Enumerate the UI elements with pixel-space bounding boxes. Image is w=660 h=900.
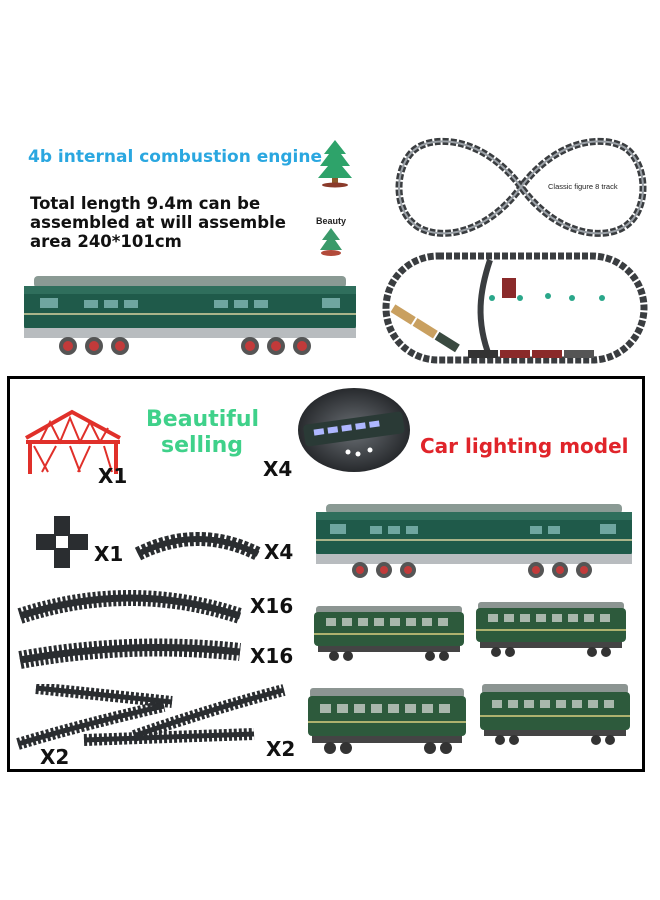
passenger-car-1 <box>314 606 464 661</box>
lighting-car-image <box>298 388 410 472</box>
engine-title: 4b internal combustion engine <box>28 147 322 167</box>
small-tree-icon <box>320 228 342 256</box>
locomotive-image-top <box>24 276 356 355</box>
locomotive-image-box <box>316 504 632 578</box>
passenger-car-2 <box>476 602 626 657</box>
beautiful-selling-text: Beautiful selling <box>146 407 260 458</box>
short-track-icon <box>134 532 262 561</box>
passenger-car-3 <box>308 688 466 754</box>
tree-icon <box>318 140 352 188</box>
contents-box <box>7 376 645 772</box>
straight-track-quantity: X16 <box>250 644 294 668</box>
short-track-quantity: X4 <box>264 540 294 564</box>
switch-left-quantity: X2 <box>40 745 70 769</box>
cross-quantity: X1 <box>94 542 124 566</box>
trees-quantity: X4 <box>263 457 293 481</box>
passenger-car-4 <box>480 684 630 745</box>
beauty-label: Beauty <box>316 216 347 226</box>
switch-right-quantity: X2 <box>266 737 296 761</box>
straight-track-icon <box>18 638 241 669</box>
cross-track-icon <box>36 516 88 568</box>
switch-tracks-icon <box>16 684 286 750</box>
car-lighting-text: Car lighting model <box>420 434 629 458</box>
curved-track-icon <box>17 590 243 624</box>
figure8-track-image <box>395 137 647 237</box>
description-text: Total length 9.4m can be assembled at wi… <box>30 194 286 251</box>
curved-track-quantity: X16 <box>250 594 294 618</box>
bridge-quantity: X1 <box>98 464 128 488</box>
oval-track-image <box>382 252 648 364</box>
bridge-icon <box>25 409 121 474</box>
figure8-label: Classic figure 8 track <box>548 182 618 191</box>
